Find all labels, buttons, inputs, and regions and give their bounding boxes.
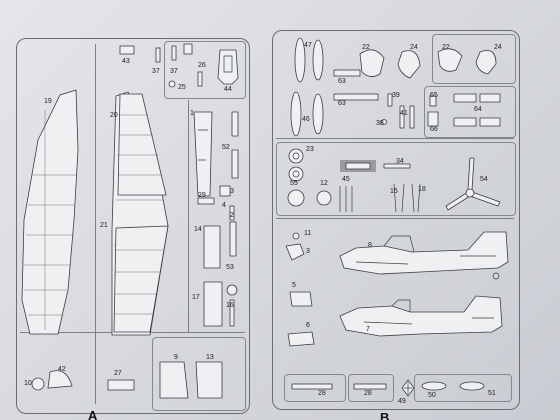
sprue-b-mid-right-box bbox=[424, 86, 516, 138]
part-label-b: 22 bbox=[362, 44, 370, 51]
part-label-b: 24 bbox=[494, 44, 502, 51]
sprue-b-runner-lower bbox=[276, 218, 514, 220]
sprue-frame-a bbox=[16, 38, 250, 414]
fuselage-half-part-8 bbox=[339, 231, 509, 280]
part-label-b: 46 bbox=[302, 116, 310, 123]
part-label-b: 6 bbox=[306, 322, 310, 329]
part-label-b: 22 bbox=[442, 44, 450, 51]
part-label-b: 28 bbox=[364, 390, 372, 397]
part-label-b: 7 bbox=[366, 326, 370, 333]
sprue-b-runner-horizontal bbox=[276, 138, 514, 140]
part-label-a: 13 bbox=[206, 354, 214, 361]
part-label-b: 54 bbox=[480, 176, 488, 183]
part-label-b: 45 bbox=[342, 176, 350, 183]
part-label-b: 63 bbox=[338, 78, 346, 85]
part-label-b: 41 bbox=[400, 110, 408, 117]
small-parts-frame-a bbox=[31, 43, 239, 399]
landing-gear-struts bbox=[339, 183, 421, 213]
part-label-a: 1 bbox=[190, 110, 194, 117]
part-label-b: 12 bbox=[320, 180, 328, 187]
flap-part-20 bbox=[117, 93, 167, 196]
drop-tanks-and-pods bbox=[290, 37, 324, 137]
part-label-b: 51 bbox=[488, 390, 496, 397]
part-label-b: 63 bbox=[338, 100, 346, 107]
wheels bbox=[287, 148, 332, 207]
wheel-covers bbox=[359, 48, 497, 79]
part-label-b: 65 bbox=[430, 92, 438, 99]
sprue-b-middle-panel bbox=[276, 142, 516, 216]
left-wing-part bbox=[21, 89, 79, 335]
sprue-a-runner-vertical bbox=[95, 44, 97, 404]
part-label-b: 23 bbox=[306, 146, 314, 153]
part-label-b: 47 bbox=[304, 42, 312, 49]
part-label-b: 34 bbox=[396, 158, 404, 165]
tail-strip-part-34 bbox=[340, 160, 411, 172]
propeller-part-54 bbox=[445, 157, 501, 211]
part-label-b: 50 bbox=[428, 392, 436, 399]
part-label-b: 49 bbox=[398, 398, 406, 405]
part-label-a: 25 bbox=[178, 84, 186, 91]
part-label-a: 42 bbox=[58, 366, 66, 373]
part-label-a: 53 bbox=[226, 264, 234, 271]
sprue-b-bottom-box-1 bbox=[284, 374, 346, 402]
bottom-parts-frame-b bbox=[291, 379, 485, 397]
part-label-a: 4 bbox=[222, 202, 226, 209]
fuselage-small-parts bbox=[333, 69, 501, 129]
part-label-a: 20 bbox=[110, 112, 118, 119]
sprue-letter-b: B bbox=[380, 410, 390, 420]
sprue-a-top-sub-frame bbox=[164, 41, 246, 99]
part-label-a: 16 bbox=[226, 302, 234, 309]
sprue-letter-a: A bbox=[88, 408, 98, 420]
part-label-b: 18 bbox=[418, 186, 426, 193]
part-label-b: 39 bbox=[392, 92, 400, 99]
part-label-b: 3 bbox=[306, 248, 310, 255]
part-label-b: 11 bbox=[304, 230, 312, 237]
part-label-a: 37 bbox=[170, 68, 178, 75]
part-label-a: 43 bbox=[122, 58, 130, 65]
sprue-b-bottom-box-2 bbox=[348, 374, 394, 402]
part-label-b: 5 bbox=[292, 282, 296, 289]
sprue-a-runner-right bbox=[188, 100, 190, 332]
part-label-b: 24 bbox=[410, 44, 418, 51]
part-label-a: 29 bbox=[198, 192, 206, 199]
part-label-a: 21 bbox=[100, 222, 108, 229]
part-label-a: 2 bbox=[230, 212, 234, 219]
part-label-a: 14 bbox=[194, 226, 202, 233]
part-label-b: 28 bbox=[318, 390, 326, 397]
sprue-frame-b bbox=[272, 30, 520, 410]
sprue-a-bottom-sub-frame bbox=[152, 337, 246, 411]
fuselage-half-part-7 bbox=[339, 295, 503, 337]
part-label-a: 3 bbox=[230, 188, 234, 195]
part-label-b: 8 bbox=[368, 242, 372, 249]
part-label-a: 9 bbox=[174, 354, 178, 361]
flap-part-21 bbox=[113, 225, 169, 333]
part-label-b: 64 bbox=[474, 106, 482, 113]
part-label-a: 44 bbox=[224, 86, 232, 93]
part-label-a: 17 bbox=[192, 294, 200, 301]
part-label-a: 26 bbox=[198, 62, 206, 69]
part-label-b: 55 bbox=[290, 180, 298, 187]
part-label-b: 38 bbox=[376, 120, 384, 127]
part-label-a: 27 bbox=[114, 370, 122, 377]
part-label-b: 15 bbox=[390, 188, 398, 195]
sprue-b-top-right-box bbox=[432, 34, 516, 84]
part-label-a: 19 bbox=[44, 98, 52, 105]
part-label-a: 52 bbox=[222, 144, 230, 151]
part-label-a: 37 bbox=[152, 68, 160, 75]
part-label-a: 10 bbox=[24, 380, 32, 387]
engine-parts bbox=[285, 232, 315, 347]
part-label-b: 66 bbox=[430, 126, 438, 133]
